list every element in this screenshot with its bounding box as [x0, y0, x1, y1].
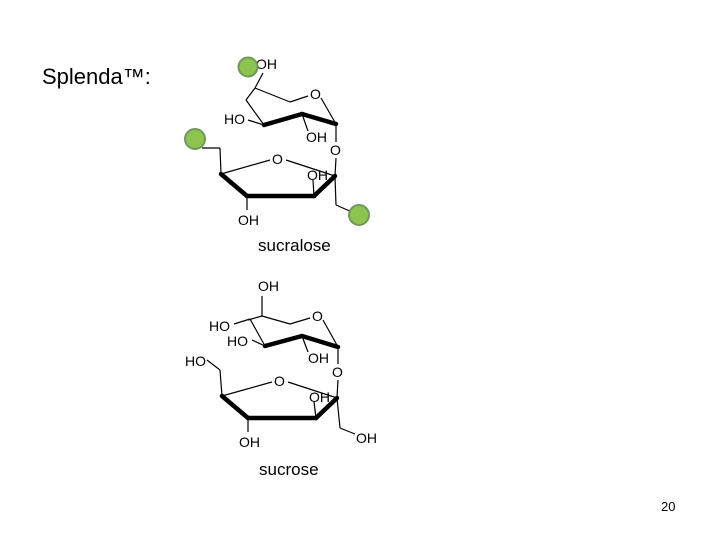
bond [301, 335, 309, 353]
page-number: 20 [661, 499, 676, 514]
sucrose-oh-top: OH [258, 278, 279, 294]
sucralose-ring-o-top: O [310, 86, 321, 102]
bond [261, 315, 291, 325]
sucrose-ho-ch2: HO [185, 353, 206, 369]
bond [336, 379, 339, 399]
sucrose-o-link: O [332, 364, 343, 380]
bond-bold [262, 333, 305, 349]
bond [233, 318, 251, 325]
bond [322, 319, 339, 348]
sucralose-structure: OH O HO OH O O OH OH sucralose [184, 56, 370, 255]
bond-bold [311, 173, 338, 199]
sucrose-structure: OH O HO HO HO OH O O OH OH OH sucrose [185, 278, 377, 479]
bond [289, 317, 311, 325]
bond [251, 339, 266, 347]
sucrose-oh-ch2-right: OH [356, 430, 377, 446]
bond [247, 119, 265, 126]
sucralose-oh-furanose: OH [307, 167, 328, 183]
bond [313, 401, 317, 419]
bond-bold [218, 171, 250, 199]
sucralose-ho-left: HO [224, 111, 245, 127]
sucralose-oh-mid: OH [306, 129, 327, 145]
bond-bold [299, 333, 341, 350]
bond [336, 397, 341, 429]
bond [254, 87, 291, 103]
bond [334, 157, 337, 177]
slide-title: Splenda™: [42, 64, 151, 89]
bond [245, 99, 265, 126]
bond-bold [313, 395, 340, 421]
bond [339, 427, 356, 435]
bond [287, 381, 338, 399]
bond [334, 175, 337, 206]
bond [221, 381, 273, 397]
bond [320, 97, 337, 125]
bond [219, 369, 223, 397]
bond [245, 87, 256, 101]
sucralose-ring-o-bottom: O [272, 151, 283, 167]
chlorine-marker [184, 128, 206, 150]
sucrose-ring-o-bottom: O [274, 373, 285, 389]
sucrose-oh-furanose: OH [309, 389, 330, 405]
bond [249, 318, 266, 347]
sucrose-ring-o-top: O [312, 308, 323, 324]
bond [289, 95, 309, 103]
sucralose-oh-top: OH [256, 56, 277, 72]
bond [220, 159, 271, 175]
bond [285, 159, 336, 177]
bond [206, 359, 221, 371]
sucrose-ho-lower: HO [227, 333, 248, 349]
sucralose-o-link: O [330, 142, 341, 158]
bond [219, 147, 222, 175]
bond-bold [219, 393, 251, 421]
bond [254, 72, 264, 89]
bond [312, 179, 315, 197]
sucrose-oh-bottom: OH [239, 434, 260, 450]
bond-bold [299, 111, 339, 127]
sucrose-caption: sucrose [259, 460, 319, 479]
sucralose-oh-bottom: OH [238, 212, 259, 228]
chlorine-marker [348, 204, 370, 226]
sucrose-oh-mid: OH [308, 350, 329, 366]
chlorine-marker [237, 56, 259, 78]
bond-bold [261, 111, 305, 128]
sucrose-ho-upper: HO [209, 318, 230, 334]
sucralose-caption: sucralose [258, 236, 331, 255]
bond [301, 113, 309, 132]
